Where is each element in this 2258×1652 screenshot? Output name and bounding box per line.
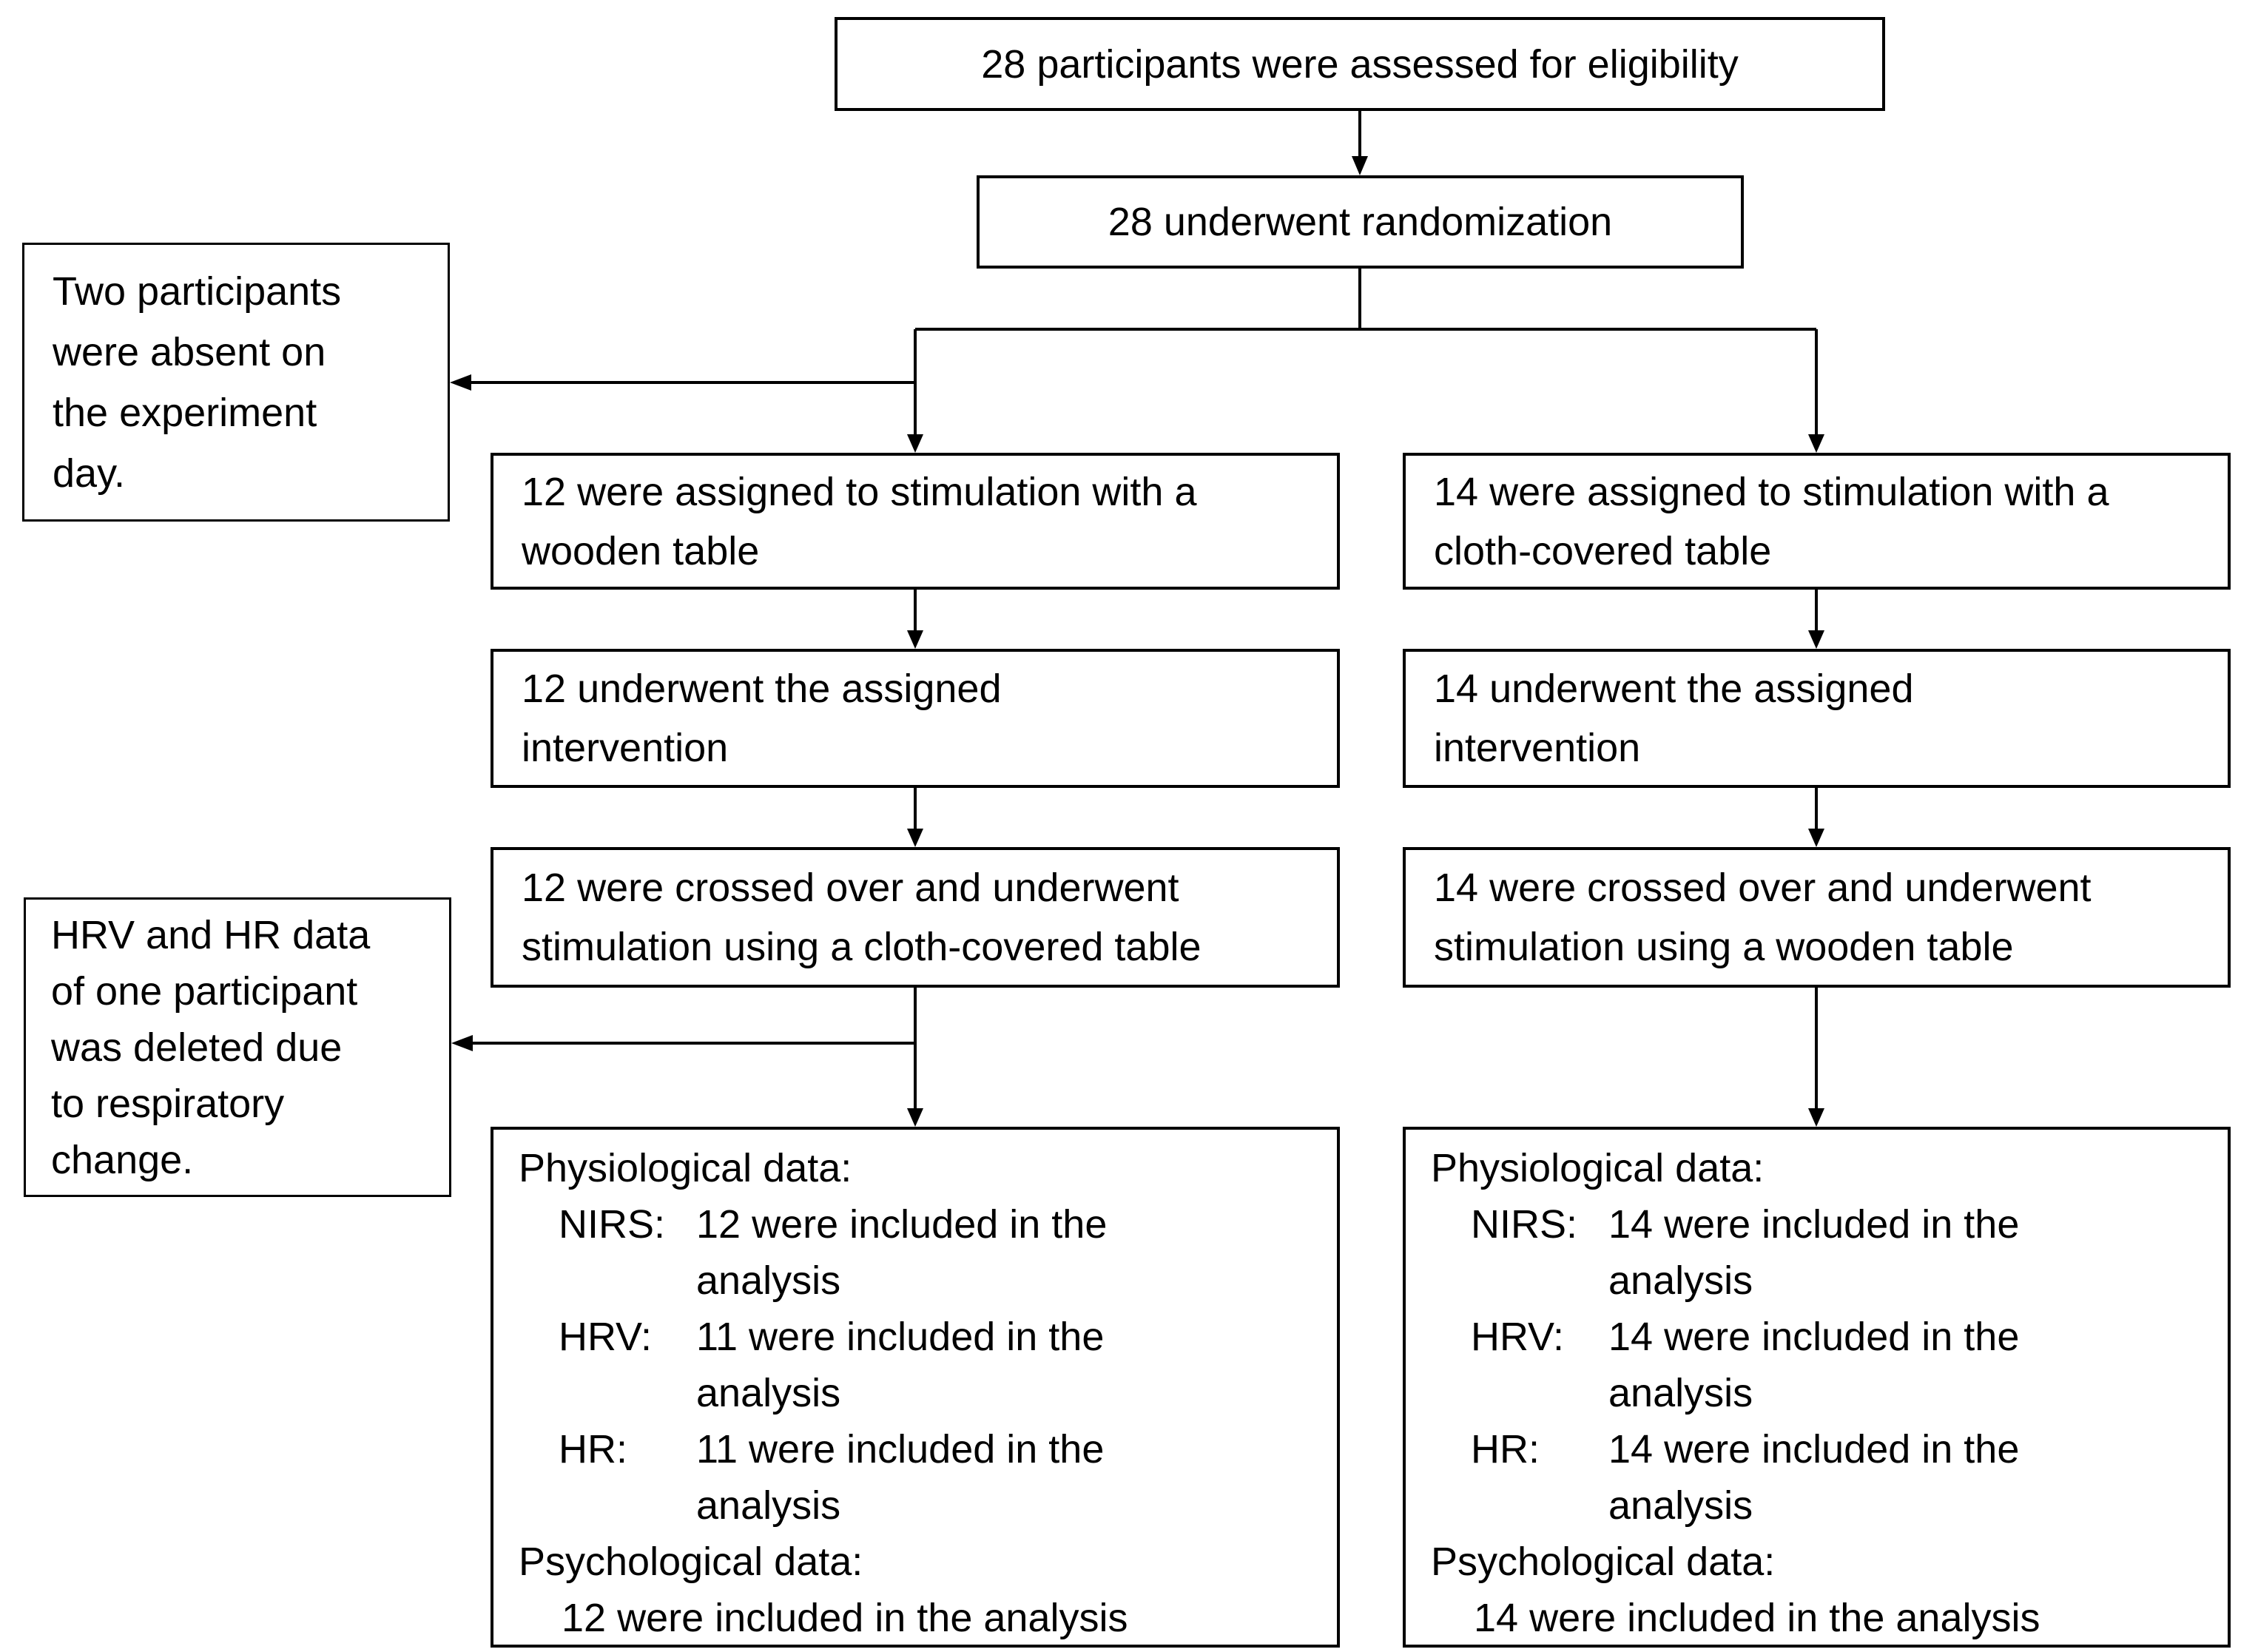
arrow-wooden-crossover-to-analysis	[907, 988, 923, 1127]
arrow-branch-to-cloth-assigned	[1808, 329, 1824, 453]
arrow-cloth-crossover-to-analysis	[1808, 988, 1824, 1127]
box-randomization: 28 underwent randomization	[977, 175, 1744, 269]
box-assigned-cloth: 14 were assigned to stimulation with a c…	[1403, 453, 2231, 590]
note-data-deleted: HRV and HR data of one participant was d…	[24, 897, 451, 1197]
arrow-eligibility-to-randomization	[1352, 111, 1368, 175]
box-intervention-cloth: 14 underwent the assigned intervention	[1403, 649, 2231, 788]
connector-randomization-branch	[915, 269, 1816, 331]
box-assigned-wooden: 12 were assigned to stimulation with a w…	[491, 453, 1340, 590]
metric-hrv-left: HRV: 11 were included in the analysis	[559, 1315, 1105, 1415]
metric-hr-left: HR: 11 were included in the analysis	[559, 1427, 1105, 1528]
box-eligibility: 28 participants were assessed for eligib…	[835, 17, 1885, 111]
randomization-text: 28 underwent randomization	[1108, 200, 1613, 244]
assigned-wooden-text: 12 were assigned to stimulation with a w…	[522, 469, 1197, 573]
box-crossover-wooden: 12 were crossed over and underwent stimu…	[491, 847, 1340, 988]
arrow-to-absent-note	[450, 374, 915, 391]
arrow-cloth-assigned-to-intervention	[1808, 590, 1824, 649]
psychological-value-left: 12 were included in the analysis	[562, 1596, 1128, 1640]
metric-nirs-left: NIRS: 12 were included in the analysis	[559, 1202, 1108, 1303]
box-intervention-wooden: 12 underwent the assigned intervention	[491, 649, 1340, 788]
intervention-wooden-text: 12 underwent the assigned intervention	[522, 667, 1002, 770]
metric-hrv-right: HRV: 14 were included in the analysis	[1471, 1315, 2020, 1415]
arrow-wooden-assigned-to-intervention	[907, 590, 923, 649]
arrow-wooden-intervention-to-crossover	[907, 788, 923, 847]
note-absent: Two participants were absent on the expe…	[22, 243, 450, 522]
arrow-cloth-intervention-to-crossover	[1808, 788, 1824, 847]
metric-hr-right: HR: 14 were included in the analysis	[1471, 1427, 2020, 1528]
box-crossover-cloth: 14 were crossed over and underwent stimu…	[1403, 847, 2231, 988]
crossover-wooden-text: 12 were crossed over and underwent stimu…	[522, 866, 1202, 969]
note-data-deleted-text: HRV and HR data of one participant was d…	[51, 912, 371, 1182]
psychological-header-right: Psychological data:	[1431, 1540, 1776, 1584]
psychological-value-right: 14 were included in the analysis	[1474, 1596, 2040, 1640]
physiological-header-right: Physiological data:	[1431, 1146, 1765, 1190]
crossover-cloth-text: 14 were crossed over and underwent stimu…	[1434, 866, 2092, 969]
box-analysis-wooden: Physiological data: NIRS: 12 were includ…	[491, 1127, 1340, 1648]
assigned-cloth-text: 14 were assigned to stimulation with a c…	[1434, 469, 2109, 573]
eligibility-text: 28 participants were assessed for eligib…	[981, 41, 1739, 87]
box-analysis-cloth: Physiological data: NIRS: 14 were includ…	[1403, 1127, 2231, 1648]
psychological-header-left: Psychological data:	[519, 1540, 863, 1584]
arrow-to-deleted-note	[451, 1035, 915, 1051]
intervention-cloth-text: 14 underwent the assigned intervention	[1434, 667, 1914, 770]
metric-nirs-right: NIRS: 14 were included in the analysis	[1471, 1202, 2020, 1303]
note-absent-text: Two participants were absent on the expe…	[53, 269, 342, 496]
physiological-header-left: Physiological data:	[519, 1146, 852, 1190]
arrow-branch-to-wooden-assigned	[907, 329, 923, 453]
